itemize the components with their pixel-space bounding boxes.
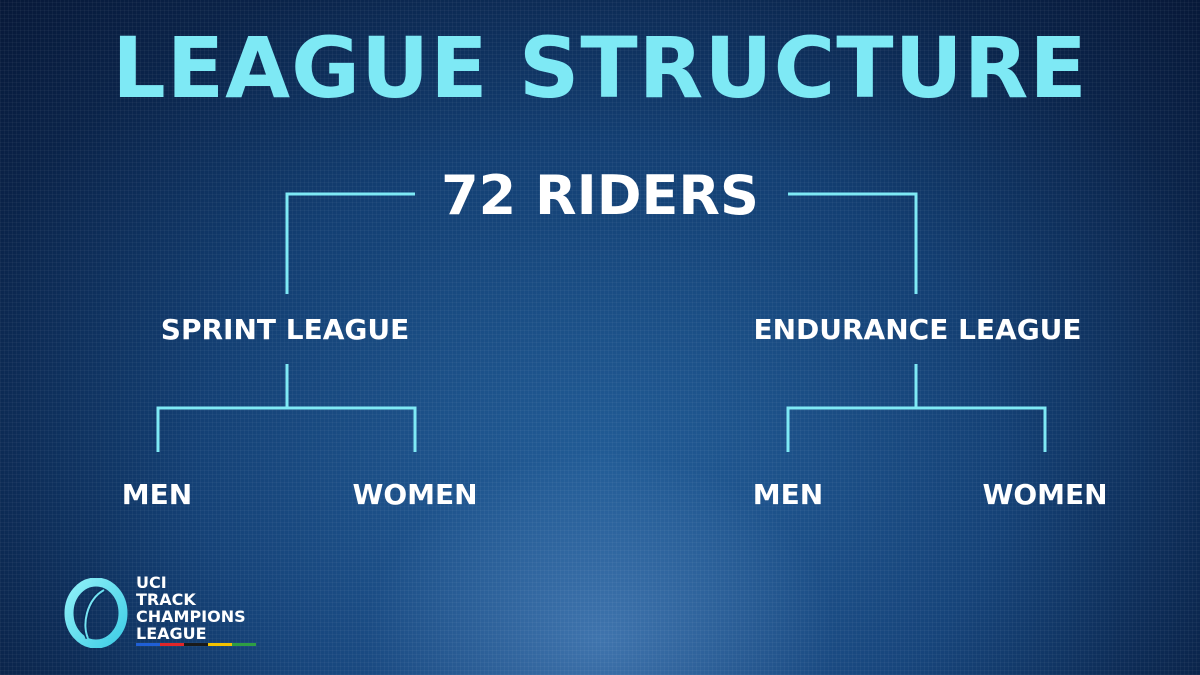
sprint-men-node: MEN	[121, 478, 193, 511]
logo-wordmark: UCI TRACK CHAMPIONS LEAGUE	[136, 574, 246, 642]
endurance-league-node: ENDURANCE LEAGUE	[753, 313, 1082, 346]
connector-endurance-men-women	[786, 406, 1047, 452]
logo-league-text: LEAGUE	[136, 624, 207, 643]
track-oval-icon	[64, 578, 128, 648]
logo-color-stripe	[136, 643, 256, 646]
endurance-men-node: MEN	[752, 478, 824, 511]
logo-track-text: TRACK	[136, 590, 196, 609]
connector-root-right	[788, 192, 918, 294]
page-title: LEAGUE STRUCTURE	[112, 19, 1088, 117]
endurance-women-node: WOMEN	[982, 478, 1108, 511]
connector-sprint-men-women	[156, 406, 417, 452]
logo-champions-text: CHAMPIONS	[136, 607, 246, 626]
root-node-riders: 72 RIDERS	[441, 164, 759, 227]
connector-root-left	[285, 192, 415, 294]
uci-track-champions-league-logo: UCI TRACK CHAMPIONS LEAGUE	[60, 570, 280, 650]
sprint-league-node: SPRINT LEAGUE	[160, 313, 410, 346]
sprint-women-node: WOMEN	[352, 478, 478, 511]
logo-uci-text: UCI	[136, 573, 167, 592]
